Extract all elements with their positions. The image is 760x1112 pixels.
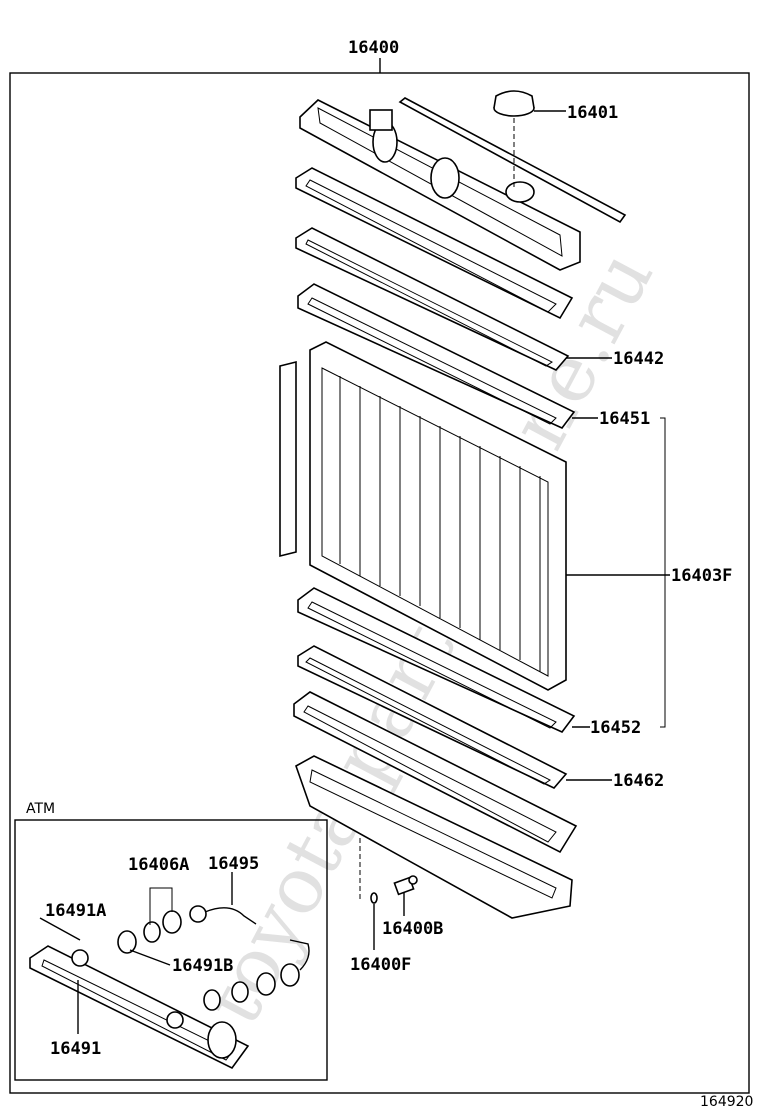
- radiator-cap[interactable]: [493, 90, 535, 117]
- upper-core-plate[interactable]: [297, 283, 576, 429]
- inset-title: ATM: [26, 801, 55, 817]
- drain-o-ring[interactable]: [370, 892, 378, 904]
- figure-number: 164920: [700, 1094, 753, 1110]
- part-label-16491A[interactable]: 16491A: [45, 901, 106, 921]
- leader-16406A: [149, 887, 173, 925]
- part-label-16491B[interactable]: 16491B: [172, 956, 233, 976]
- oil-cooler[interactable]: [29, 945, 250, 1070]
- part-label-16400F[interactable]: 16400F: [350, 955, 411, 975]
- cooler-pipe[interactable]: [189, 905, 257, 925]
- lower-tank-frame[interactable]: [293, 691, 578, 854]
- assembly-number-label: 16400: [348, 38, 399, 58]
- upper-tank-frame[interactable]: [295, 167, 574, 320]
- leader-16491A: [39, 917, 81, 941]
- atm-inset-frame: [14, 819, 328, 1081]
- part-label-16401[interactable]: 16401: [567, 103, 618, 123]
- part-label-16406A[interactable]: 16406A: [128, 855, 189, 875]
- side-rubber-rod[interactable]: [279, 360, 297, 558]
- part-label-16495[interactable]: 16495: [208, 854, 259, 874]
- upper-gasket[interactable]: [295, 227, 570, 371]
- seal-strip[interactable]: [398, 97, 627, 224]
- washer-set-upper[interactable]: [143, 910, 182, 943]
- part-label-16442[interactable]: 16442: [613, 349, 664, 369]
- upper-tank[interactable]: [299, 99, 581, 271]
- group-bracket: [660, 417, 666, 728]
- lower-core-plate[interactable]: [297, 587, 576, 733]
- part-label-16451[interactable]: 16451: [599, 409, 650, 429]
- part-label-16462[interactable]: 16462: [613, 771, 664, 791]
- drain-cock[interactable]: [393, 875, 418, 896]
- leader-16491B: [129, 949, 171, 966]
- washer-set-lower[interactable]: [203, 939, 310, 1011]
- part-label-16403F[interactable]: 16403F: [671, 566, 732, 586]
- part-label-16400B[interactable]: 16400B: [382, 919, 443, 939]
- washer-16491B[interactable]: [117, 930, 137, 954]
- lower-gasket[interactable]: [297, 645, 568, 789]
- part-label-16491[interactable]: 16491: [50, 1039, 101, 1059]
- part-label-16452[interactable]: 16452: [590, 718, 641, 738]
- radiator-core[interactable]: [309, 341, 567, 691]
- lower-tank[interactable]: [295, 755, 573, 919]
